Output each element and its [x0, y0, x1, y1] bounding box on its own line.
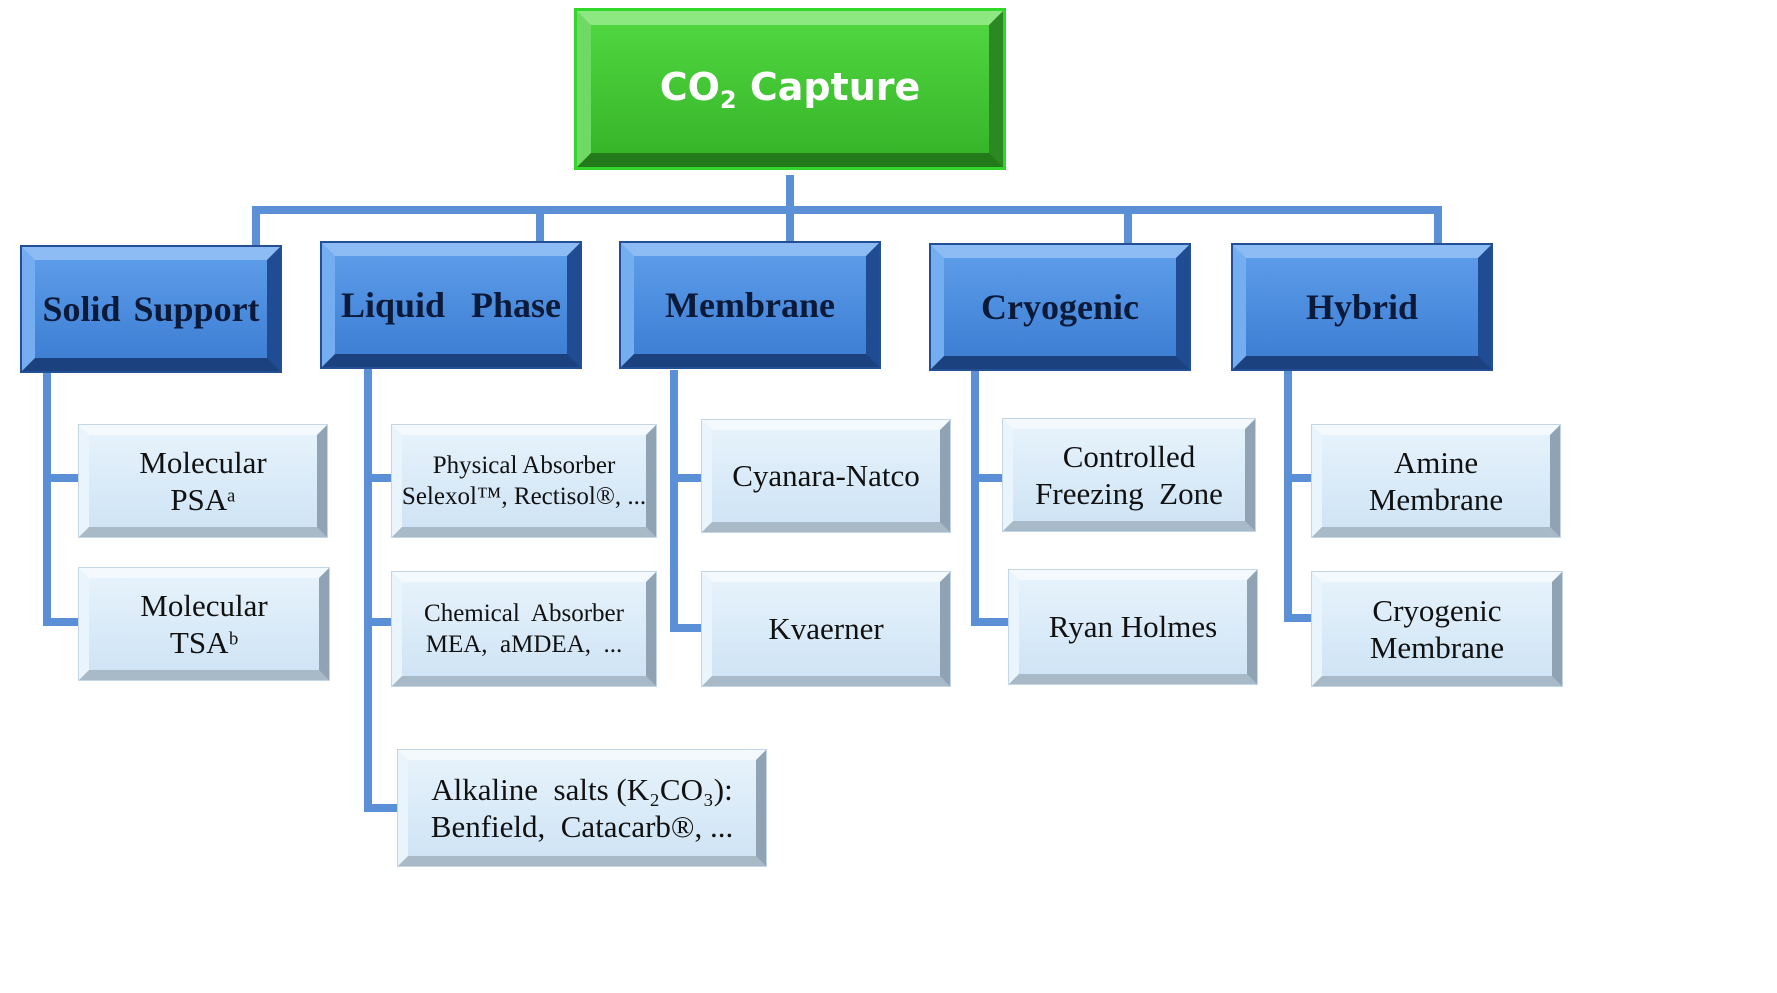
- root-label-subscript: 2: [719, 85, 737, 114]
- category-liquid-phase: Liquid Phase: [320, 241, 582, 369]
- root-label-main: CO: [659, 64, 720, 109]
- leaf-text: Molecular PSAᵃ: [89, 435, 317, 527]
- leaf-controlled-freezing-zone: Controlled Freezing Zone: [1002, 418, 1256, 532]
- leaf-line: Molecular: [139, 444, 267, 480]
- leaf-text: Cryogenic Membrane: [1322, 582, 1552, 676]
- leaf-text: Amine Membrane: [1322, 435, 1550, 527]
- leaf-amine-membrane: Amine Membrane: [1311, 424, 1561, 538]
- connector-branch: [364, 804, 398, 812]
- leaf-line: Cyanara-Natco: [732, 458, 920, 494]
- leaf-line: Membrane: [1368, 482, 1504, 517]
- connector-branch: [971, 474, 1003, 482]
- connector-drop-membrane: [786, 206, 794, 244]
- leaf-line: Cryogenic: [1372, 592, 1502, 628]
- connector-spine-liquid-phase: [364, 366, 372, 812]
- leaf-line: MEA, aMDEA, ...: [425, 631, 623, 658]
- connector-branch: [670, 474, 702, 482]
- leaf-line: Molecular: [140, 587, 268, 623]
- leaf-line: PSAᵃ: [170, 482, 236, 517]
- connector-branch: [364, 474, 392, 482]
- leaf-line: Physical Absorber: [432, 451, 616, 479]
- leaf-line: Ryan Holmes: [1048, 609, 1218, 645]
- leaf-line: Freezing Zone: [1035, 476, 1223, 511]
- leaf-physical-absorber: Physical Absorber Selexol™, Rectisol®, .…: [391, 424, 657, 538]
- category-label: Membrane: [665, 285, 835, 325]
- leaf-kvaerner: Kvaerner: [701, 571, 951, 687]
- connector-horizontal-bar: [252, 206, 1442, 214]
- connector-spine-hybrid: [1284, 366, 1292, 622]
- leaf-line: Benfield, Catacarb®, ...: [430, 809, 734, 844]
- leaf-text: Alkaline salts (K₂CO₃): Benfield, Cataca…: [408, 760, 756, 856]
- category-label: Cryogenic: [981, 287, 1139, 327]
- connector-branch: [43, 618, 79, 626]
- connector-branch: [43, 474, 79, 482]
- category-label: Liquid Phase: [340, 285, 562, 325]
- leaf-text: Controlled Freezing Zone: [1013, 429, 1245, 521]
- connector-branch: [364, 618, 392, 626]
- leaf-line: Selexol™, Rectisol®, ...: [401, 483, 647, 510]
- connector-branch: [670, 624, 702, 632]
- leaf-line: Kvaerner: [768, 611, 884, 647]
- leaf-line: Membrane: [1369, 630, 1505, 665]
- leaf-text: Kvaerner: [712, 582, 940, 676]
- connector-drop-cryogenic: [1124, 206, 1132, 246]
- leaf-text: Chemical Absorber MEA, aMDEA, ...: [402, 582, 646, 676]
- connector-branch: [1284, 474, 1312, 482]
- leaf-line: Amine: [1393, 444, 1479, 480]
- connector-branch: [971, 618, 1009, 626]
- leaf-line: Alkaline salts (K₂CO₃):: [431, 771, 733, 807]
- category-cryogenic: Cryogenic: [929, 243, 1191, 371]
- connector-drop-liquid-phase: [536, 206, 544, 244]
- root-label: CO2 Capture: [591, 25, 989, 153]
- leaf-cryogenic-membrane: Cryogenic Membrane: [1311, 571, 1563, 687]
- leaf-line: Chemical Absorber: [424, 599, 624, 627]
- leaf-chemical-absorber: Chemical Absorber MEA, aMDEA, ...: [391, 571, 657, 687]
- leaf-molecular-psa: Molecular PSAᵃ: [78, 424, 328, 538]
- root-label-rest: Capture: [736, 64, 921, 109]
- connector-drop-solid-support: [252, 206, 260, 246]
- root-node-co2-capture: CO2 Capture: [574, 8, 1006, 170]
- leaf-line: Controlled: [1062, 438, 1196, 474]
- leaf-line: TSAᵇ: [169, 625, 239, 660]
- connector-spine-membrane: [670, 370, 678, 632]
- category-label: Solid Support: [42, 289, 260, 329]
- leaf-alkaline-salts: Alkaline salts (K₂CO₃): Benfield, Cataca…: [397, 749, 767, 867]
- category-solid-support: Solid Support: [20, 245, 282, 373]
- category-membrane: Membrane: [619, 241, 881, 369]
- category-label: Hybrid: [1305, 287, 1419, 327]
- connector-spine-cryogenic: [971, 370, 979, 626]
- leaf-text: Physical Absorber Selexol™, Rectisol®, .…: [402, 435, 646, 527]
- leaf-text: Ryan Holmes: [1019, 580, 1247, 674]
- connector-drop-hybrid: [1434, 206, 1442, 246]
- leaf-cyanara-natco: Cyanara-Natco: [701, 419, 951, 533]
- connector-branch: [1284, 614, 1312, 622]
- leaf-text: Molecular TSAᵇ: [89, 578, 319, 670]
- connector-spine-solid-support: [43, 370, 51, 626]
- category-hybrid: Hybrid: [1231, 243, 1493, 371]
- leaf-text: Cyanara-Natco: [712, 430, 940, 522]
- connector-root-stem: [786, 175, 794, 213]
- leaf-molecular-tsa: Molecular TSAᵇ: [78, 567, 330, 681]
- leaf-ryan-holmes: Ryan Holmes: [1008, 569, 1258, 685]
